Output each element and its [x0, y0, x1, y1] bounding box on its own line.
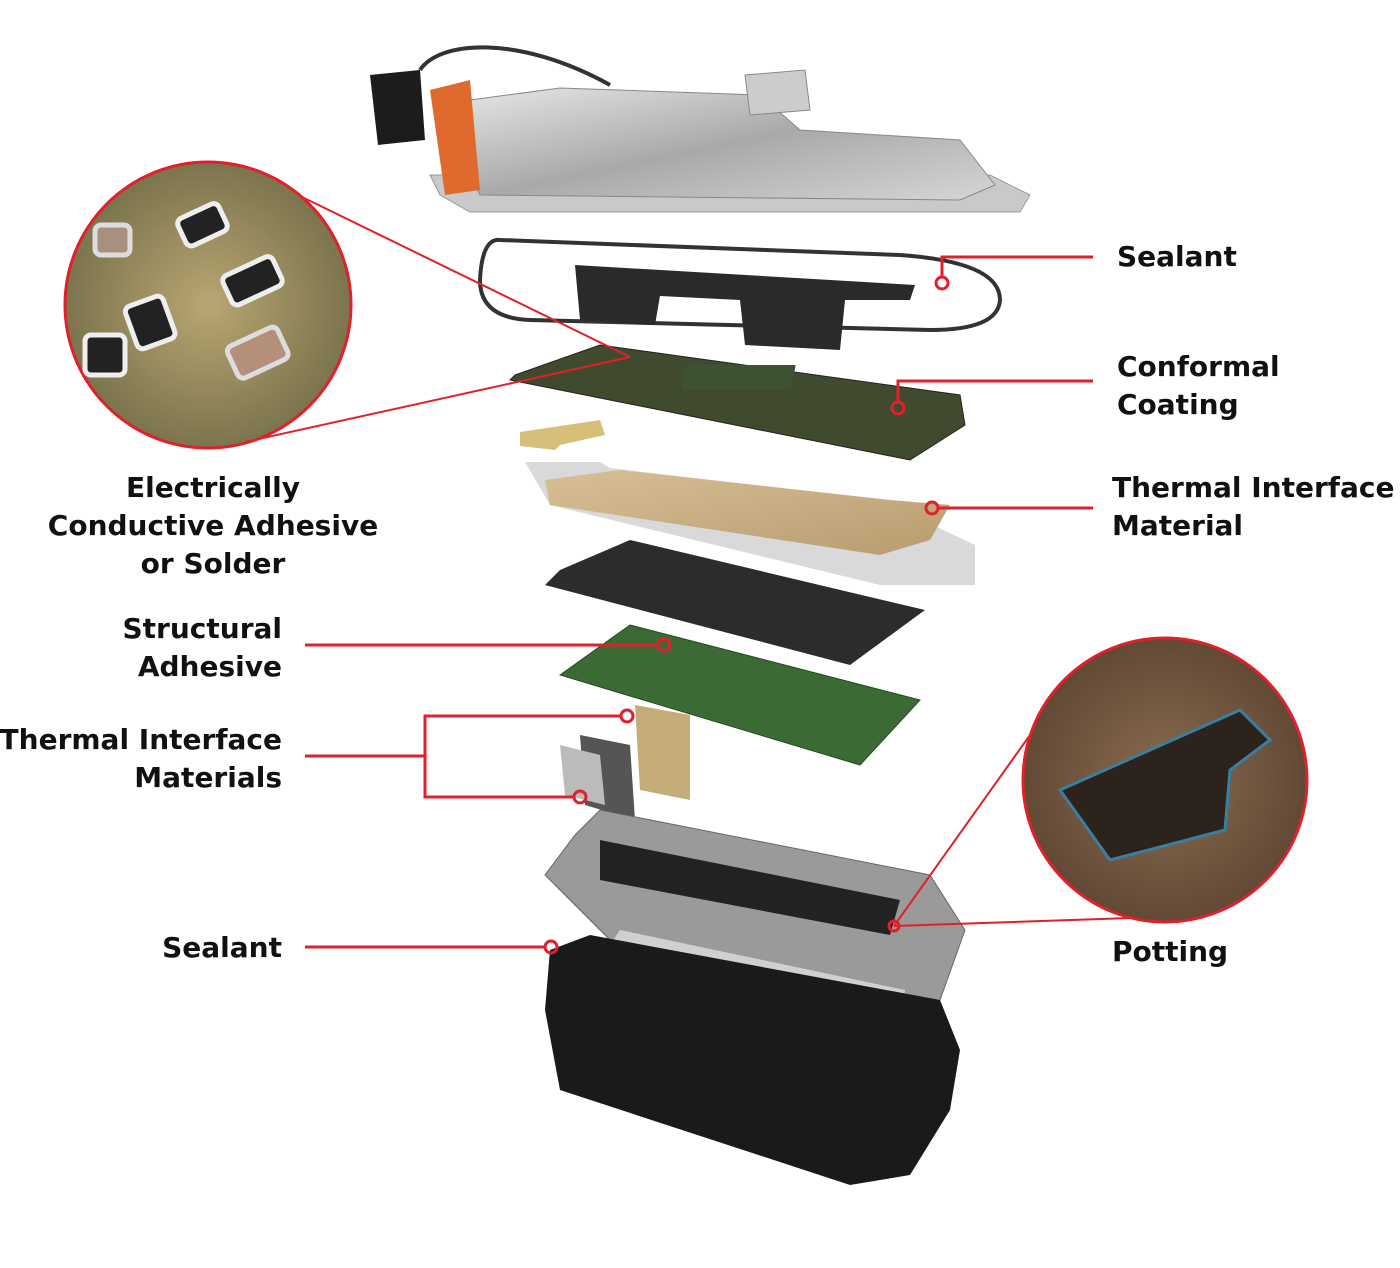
label-line: Sealant	[1117, 240, 1237, 273]
label-line: Adhesive	[137, 650, 282, 683]
label-line: Structural	[122, 612, 282, 645]
label-line: Electrically	[125, 471, 301, 504]
pcb-magnifier	[63, 160, 353, 450]
top-cover	[370, 45, 1031, 213]
label-conformal-coating: Conformal Coating	[1117, 348, 1280, 424]
label-tim-right: Thermal Interface Material	[1112, 469, 1394, 545]
label-tim-left: Thermal Interface Materials	[0, 721, 282, 797]
label-structural-adhesive: Structural Adhesive	[122, 610, 282, 686]
label-line: Potting	[1112, 935, 1229, 968]
label-line: Conformal	[1117, 350, 1280, 383]
thermal-pad-grid	[545, 540, 925, 665]
power-pcb	[558, 624, 921, 766]
label-line: Thermal Interface	[0, 723, 282, 756]
leader-lines	[244, 195, 1131, 955]
label-line: Conductive Adhesive	[47, 509, 379, 542]
label-line: Sealant	[162, 931, 282, 964]
label-line: Material	[1112, 509, 1244, 542]
label-line: or Solder	[140, 547, 286, 580]
heat-spreader	[525, 462, 975, 585]
label-sealant-bottom: Sealant	[162, 929, 282, 967]
top-sealant-gasket	[477, 237, 1003, 333]
shield-plate	[575, 265, 915, 350]
label-line: Coating	[1117, 388, 1239, 421]
label-line: Thermal Interface	[1112, 471, 1395, 504]
bottom-enclosure	[545, 935, 960, 1185]
tim-sheets	[560, 705, 690, 820]
potting-magnifier	[1021, 636, 1309, 924]
label-electrically-conductive-adhesive: Electrically Conductive Adhesive or Sold…	[40, 469, 386, 583]
label-potting: Potting	[1112, 933, 1228, 971]
main-pcb	[508, 344, 966, 461]
tim-pad-small	[520, 420, 605, 450]
label-line: Materials	[134, 761, 282, 794]
label-sealant-top: Sealant	[1117, 238, 1237, 276]
